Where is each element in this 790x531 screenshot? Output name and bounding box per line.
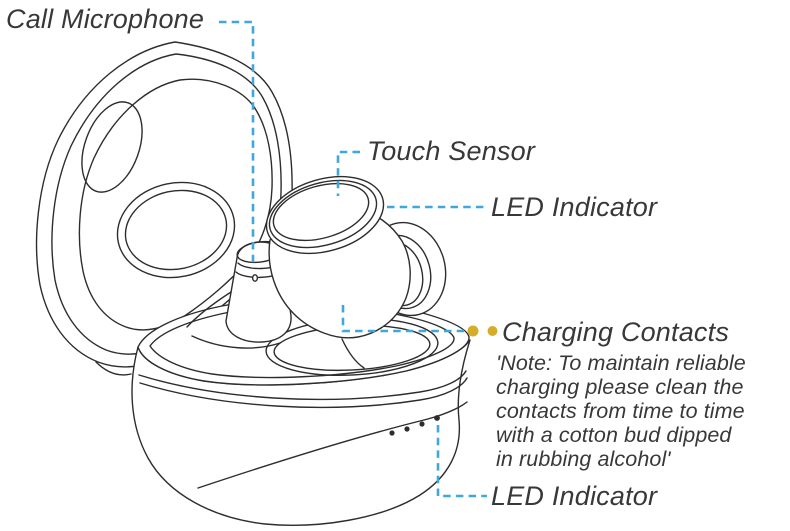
charging-note-line: charging please clean the [496,375,744,399]
touch-face-rim [268,179,378,249]
case-led-dots [389,415,440,436]
call-microphone-hole [251,274,259,282]
charging-note-line: 'Note: To maintain reliable [496,351,746,375]
charging-note-line: with a cotton bud dipped [496,423,732,447]
touch-face-surface [272,182,370,242]
led-dot-2 [404,426,410,432]
case-accent-line [197,401,468,489]
earbud-body-connector [341,338,365,369]
device-drawing [35,41,471,526]
earbud-featured [265,175,447,369]
leader-led-indicator-bottom [436,425,487,498]
case-base [131,298,471,526]
label-charging-contacts: Charging Contacts [502,317,730,347]
left-slot-front-edge [191,335,281,349]
label-led-indicator-top: LED Indicator [491,192,658,222]
led-dot-1 [389,430,395,436]
label-call-microphone: Call Microphone [6,4,205,34]
case-seam-line-upper [138,370,467,401]
charging-note: 'Note: To maintain reliable charging ple… [496,351,746,471]
lid-recess-upper [81,101,143,193]
charging-note-line: in rubbing alcohol' [496,447,671,471]
charging-note-line: contacts from time to time [496,399,745,423]
lid-recess-lower-inner [124,189,228,271]
charging-contact-dot-2 [487,326,498,336]
stem-side-curve [186,291,232,328]
case-seam-line-lower [139,377,468,409]
led-dot-4 [434,415,440,421]
leader-charging-contacts [341,305,464,333]
led-dot-3 [419,421,425,427]
charging-contact-dot-1 [467,325,479,337]
leader-lines [219,20,498,498]
leader-call-microphone [219,20,255,268]
label-touch-sensor: Touch Sensor [367,136,536,166]
label-led-indicator-bottom: LED Indicator [491,481,658,511]
lid-recess-lower-outer [116,181,236,279]
leader-touch-sensor [336,150,360,196]
lid-bottom-edge [95,361,132,376]
